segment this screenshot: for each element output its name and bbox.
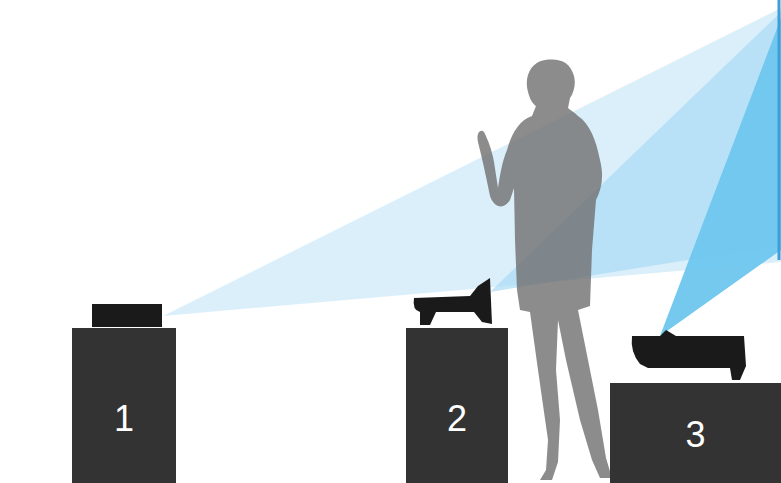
pedestal-number: 3 <box>610 417 781 453</box>
projector <box>92 304 162 327</box>
projector <box>414 278 492 325</box>
light-beam <box>660 18 781 336</box>
pedestal: 2 <box>406 328 508 483</box>
projector <box>632 330 746 380</box>
pedestal-number: 1 <box>72 401 176 437</box>
pedestal-number: 2 <box>406 401 508 437</box>
pedestal: 3 <box>610 383 781 483</box>
pedestal: 1 <box>72 328 176 483</box>
screen <box>778 0 781 260</box>
